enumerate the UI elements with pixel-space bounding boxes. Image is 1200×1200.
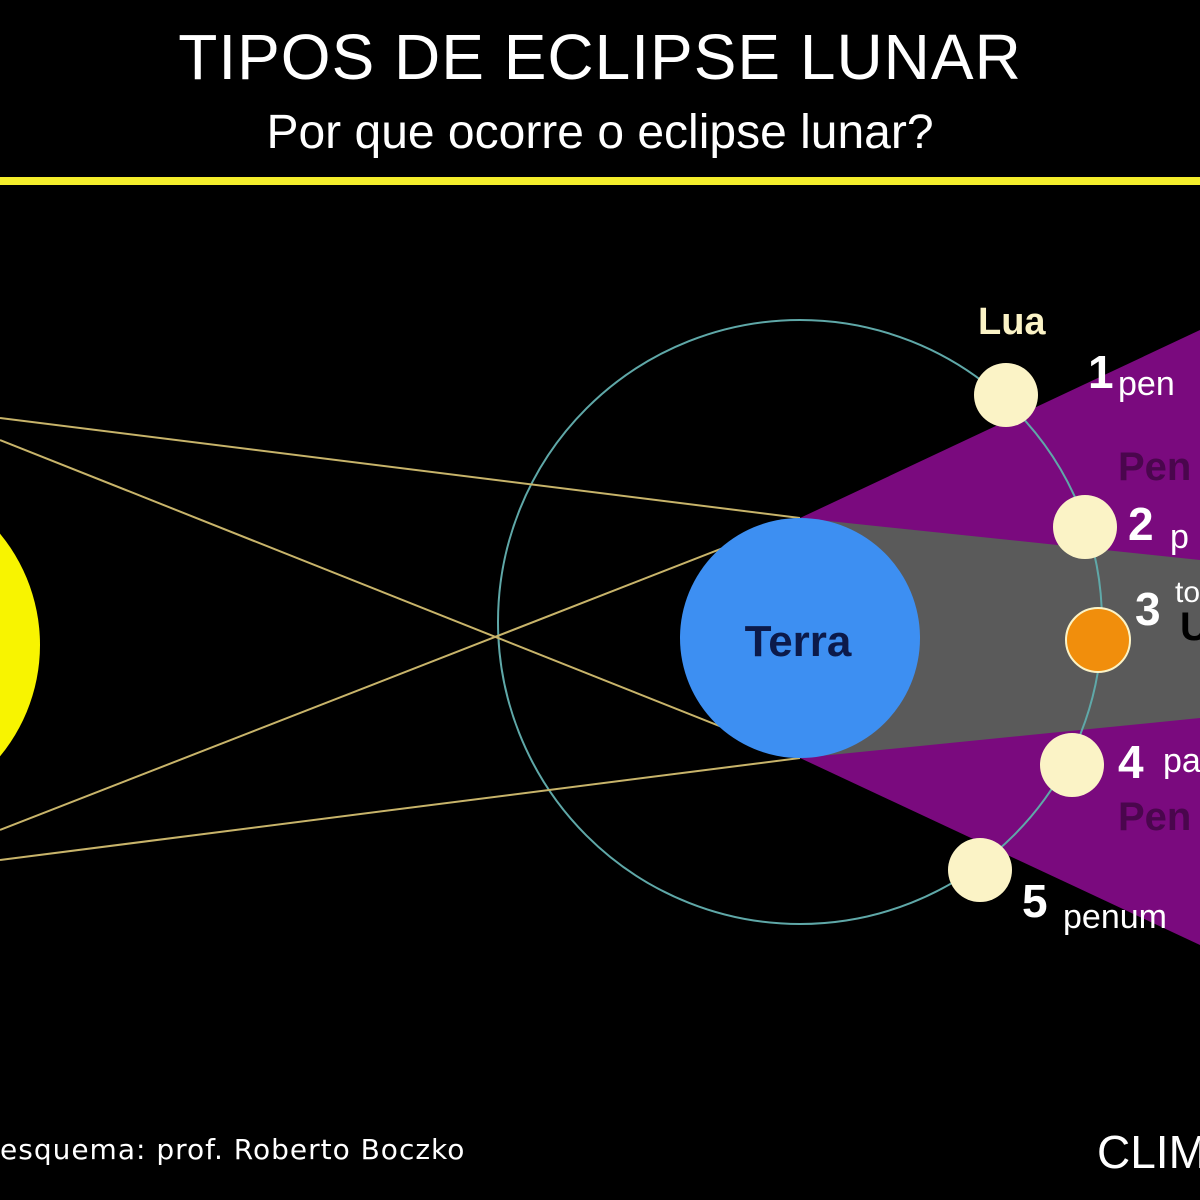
moon-icon-4 (1040, 733, 1104, 797)
earth-label: Terra (745, 617, 852, 666)
position-number-5: 5 (1022, 875, 1048, 927)
header: TIPOS DE ECLIPSE LUNAR Por que ocorre o … (0, 0, 1200, 178)
header-divider (0, 177, 1200, 185)
moon-label: Lua (978, 301, 1046, 343)
moon-icon-1 (974, 363, 1038, 427)
moon-icon-2 (1053, 495, 1117, 559)
position-type-5: penum (1063, 898, 1167, 936)
eclipsed-moon-icon-3 (1065, 607, 1131, 673)
moon-icon-5 (948, 838, 1012, 902)
position-number-3: 3 (1135, 583, 1161, 635)
credit-text: esquema: prof. Roberto Boczko (0, 1133, 466, 1166)
position-number-1: 1 (1088, 346, 1114, 398)
penumbra-label-bottom: Pen (1118, 795, 1191, 839)
earth-icon (680, 518, 920, 758)
sun-rays (0, 417, 801, 861)
sun-icon (0, 533, 40, 757)
umbra-label: U (1180, 605, 1200, 649)
position-type-3: to (1175, 576, 1200, 609)
position-type-2: p (1170, 518, 1189, 556)
brand-logo: CLIMA (1097, 1126, 1200, 1178)
position-type-4: pa (1163, 742, 1200, 780)
penumbra-label-top: Pen (1118, 445, 1191, 489)
page-subtitle: Por que ocorre o eclipse lunar? (266, 106, 934, 159)
position-number-4: 4 (1118, 736, 1144, 788)
position-type-1: pen (1118, 365, 1175, 403)
position-number-2: 2 (1128, 498, 1154, 550)
page-title: TIPOS DE ECLIPSE LUNAR (178, 21, 1022, 93)
